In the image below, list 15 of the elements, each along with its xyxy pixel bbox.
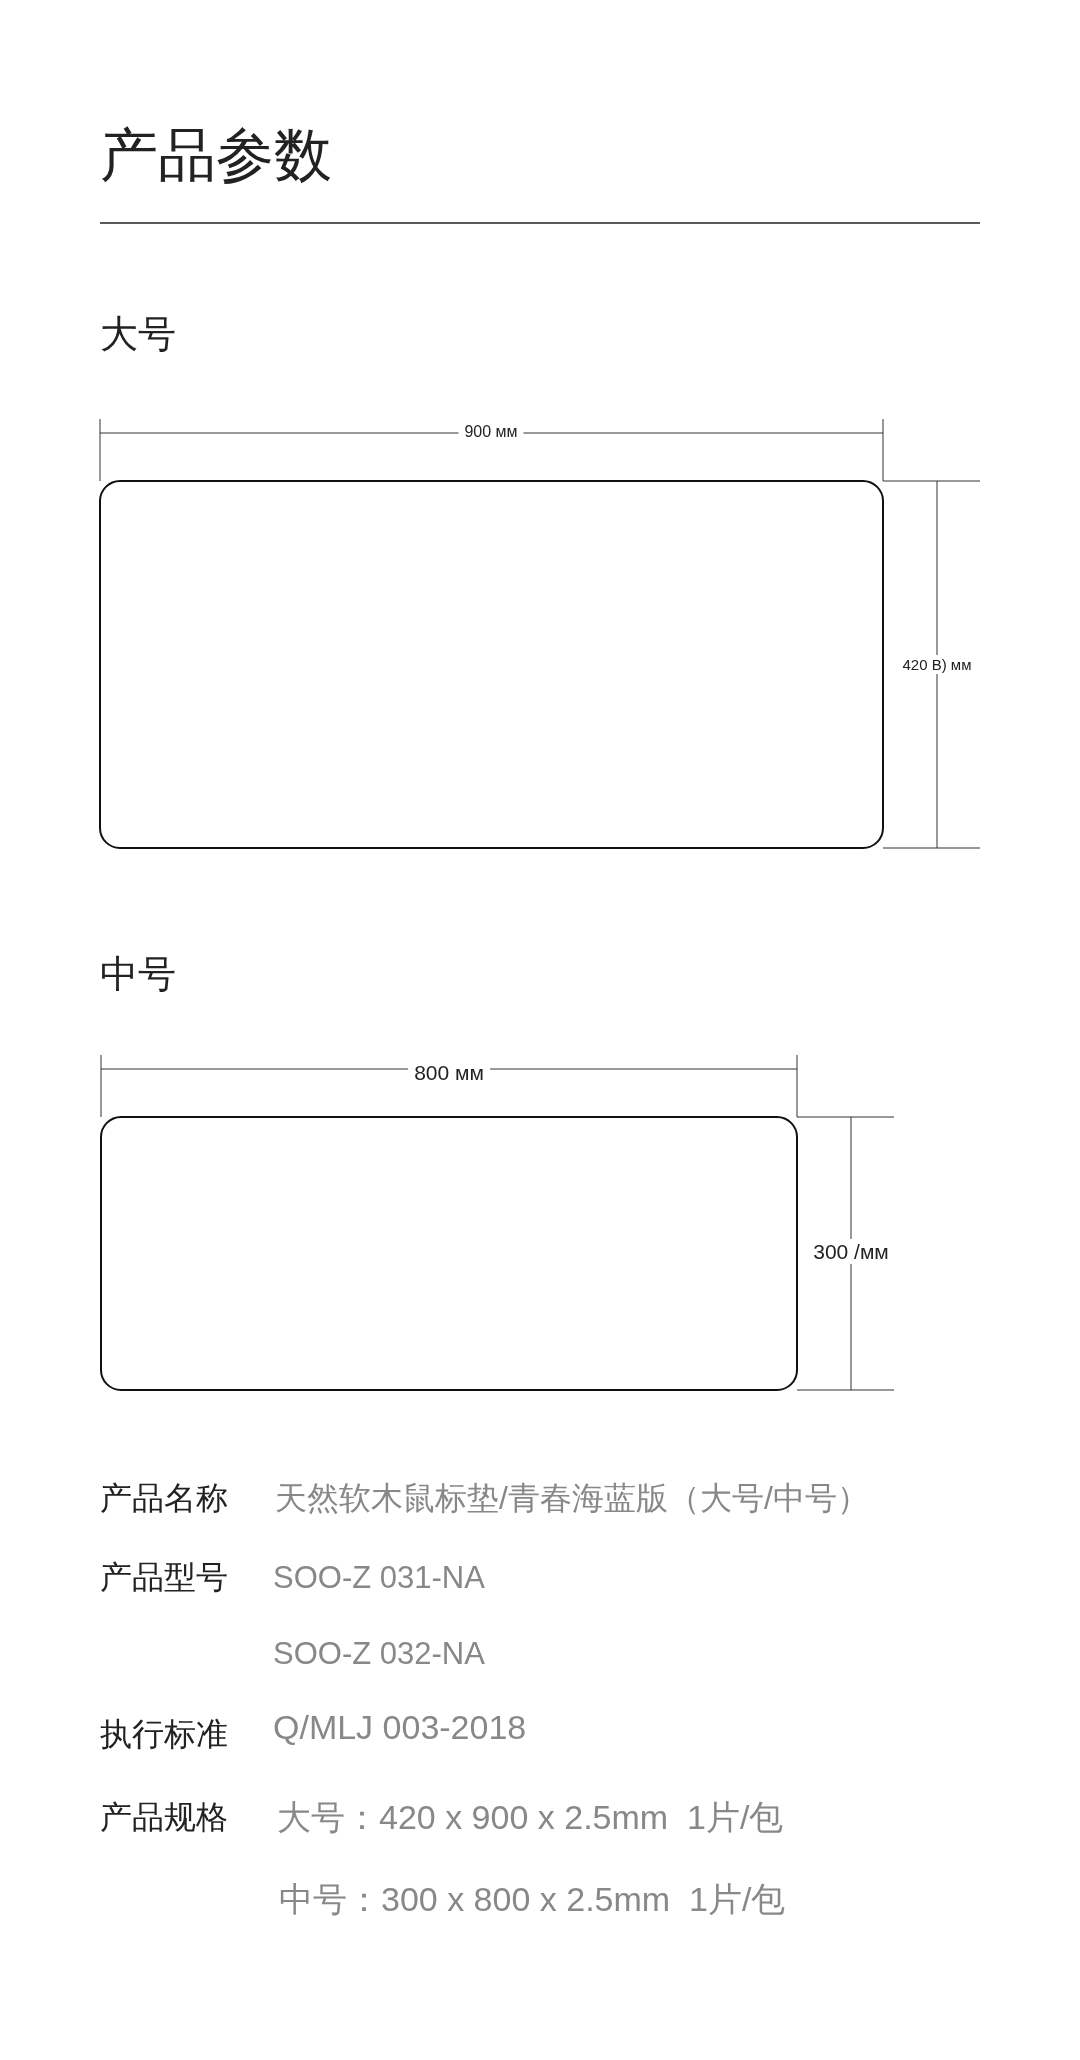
spec-value: SOO-Z 032-NA xyxy=(273,1637,485,1669)
spec-value: 天然软木鼠标垫/青春海蓝版（大号/中号） xyxy=(275,1482,869,1514)
spec-label: 执行标准 xyxy=(100,1718,228,1750)
mouse-pad-outline xyxy=(100,1116,798,1391)
spec-value: 中号：300 x 800 x 2.5mm 1片/包 xyxy=(279,1882,786,1916)
spec-label: 产品型号 xyxy=(100,1561,228,1593)
section-heading: 大号 xyxy=(100,315,176,353)
spec-label: 产品名称 xyxy=(100,1482,228,1514)
spec-value: SOO-Z 031-NA xyxy=(273,1561,485,1593)
mouse-pad-outline xyxy=(99,480,884,849)
section-heading: 中号 xyxy=(100,955,176,993)
spec-label: 产品规格 xyxy=(100,1801,228,1833)
spec-value: Q/MLJ 003-2018 xyxy=(273,1710,527,1744)
spec-value: 大号：420 x 900 x 2.5mm 1片/包 xyxy=(277,1800,784,1834)
page-title: 产品参数 xyxy=(100,126,332,184)
